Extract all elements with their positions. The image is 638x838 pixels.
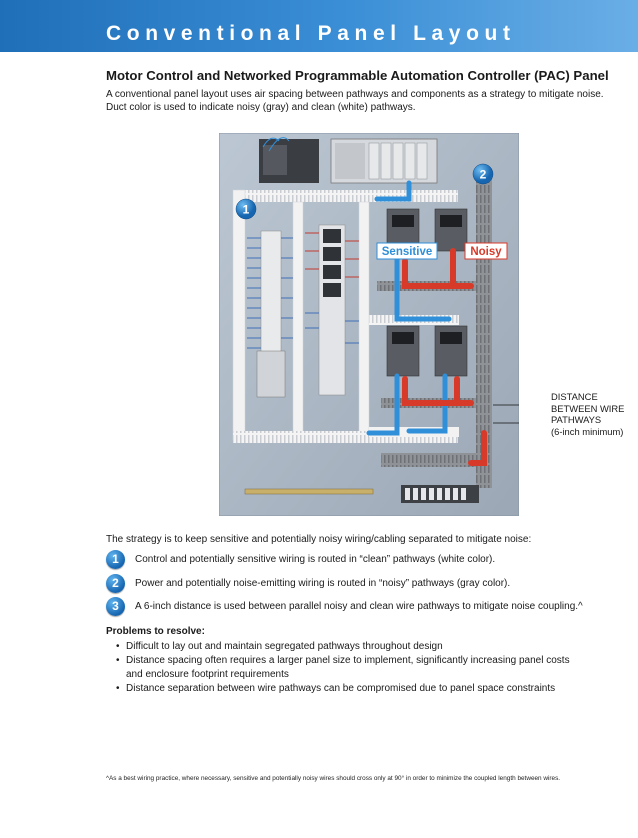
footnote: ^As a best wiring practice, where necess… bbox=[106, 775, 560, 782]
problem-item: Distance separation between wire pathway… bbox=[116, 682, 576, 696]
problems-title: Problems to resolve: bbox=[106, 626, 205, 637]
strategy-intro: The strategy is to keep sensitive and po… bbox=[106, 534, 531, 545]
page-title: Conventional Panel Layout bbox=[106, 22, 516, 46]
strategy-item-1: 1 Control and potentially sensitive wiri… bbox=[106, 549, 495, 569]
bottom-terminal-strip bbox=[401, 485, 479, 503]
clean-duct-mid1 bbox=[293, 202, 303, 440]
pac-rack bbox=[331, 139, 437, 183]
ground-bar bbox=[245, 489, 373, 494]
clean-duct-left bbox=[233, 190, 245, 440]
strategy-item-2: 2 Power and potentially noise-emitting w… bbox=[106, 573, 510, 593]
panel-layout-diagram: Sensitive Noisy 1 2 3 bbox=[219, 133, 519, 516]
clean-duct-top bbox=[233, 190, 458, 202]
strategy-item-3: 3 A 6-inch distance is used between para… bbox=[106, 596, 583, 616]
problem-item: Difficult to lay out and maintain segreg… bbox=[116, 640, 576, 654]
noisy-label-box: Noisy bbox=[465, 243, 507, 259]
number-badge-2: 2 bbox=[106, 574, 125, 593]
number-badge-3: 3 bbox=[106, 597, 125, 616]
marker-2-label: 2 bbox=[480, 168, 487, 182]
sensitive-label: Sensitive bbox=[382, 246, 433, 258]
marker-1: 1 bbox=[236, 199, 256, 219]
header-banner: Conventional Panel Layout bbox=[0, 0, 638, 52]
marker-2: 2 bbox=[473, 164, 493, 184]
marker-1-label: 1 bbox=[243, 203, 250, 217]
strategy-text-1: Control and potentially sensitive wiring… bbox=[135, 554, 495, 565]
number-badge-1: 1 bbox=[106, 550, 125, 569]
network-switch bbox=[259, 138, 319, 183]
sensitive-label-box: Sensitive bbox=[377, 243, 437, 259]
strategy-text-2: Power and potentially noise-emitting wir… bbox=[135, 578, 510, 589]
clean-duct-mid2 bbox=[359, 202, 369, 440]
distance-annotation: DISTANCE BETWEEN WIRE PATHWAYS (6-inch m… bbox=[551, 391, 624, 437]
problem-item: Distance spacing often requires a larger… bbox=[116, 654, 576, 682]
noisy-label: Noisy bbox=[470, 246, 502, 258]
section-subtitle: Motor Control and Networked Programmable… bbox=[106, 68, 609, 83]
strategy-text-3: A 6-inch distance is used between parall… bbox=[135, 601, 583, 612]
problems-list: Difficult to lay out and maintain segreg… bbox=[116, 640, 576, 696]
intro-paragraph: A conventional panel layout uses air spa… bbox=[106, 89, 606, 114]
